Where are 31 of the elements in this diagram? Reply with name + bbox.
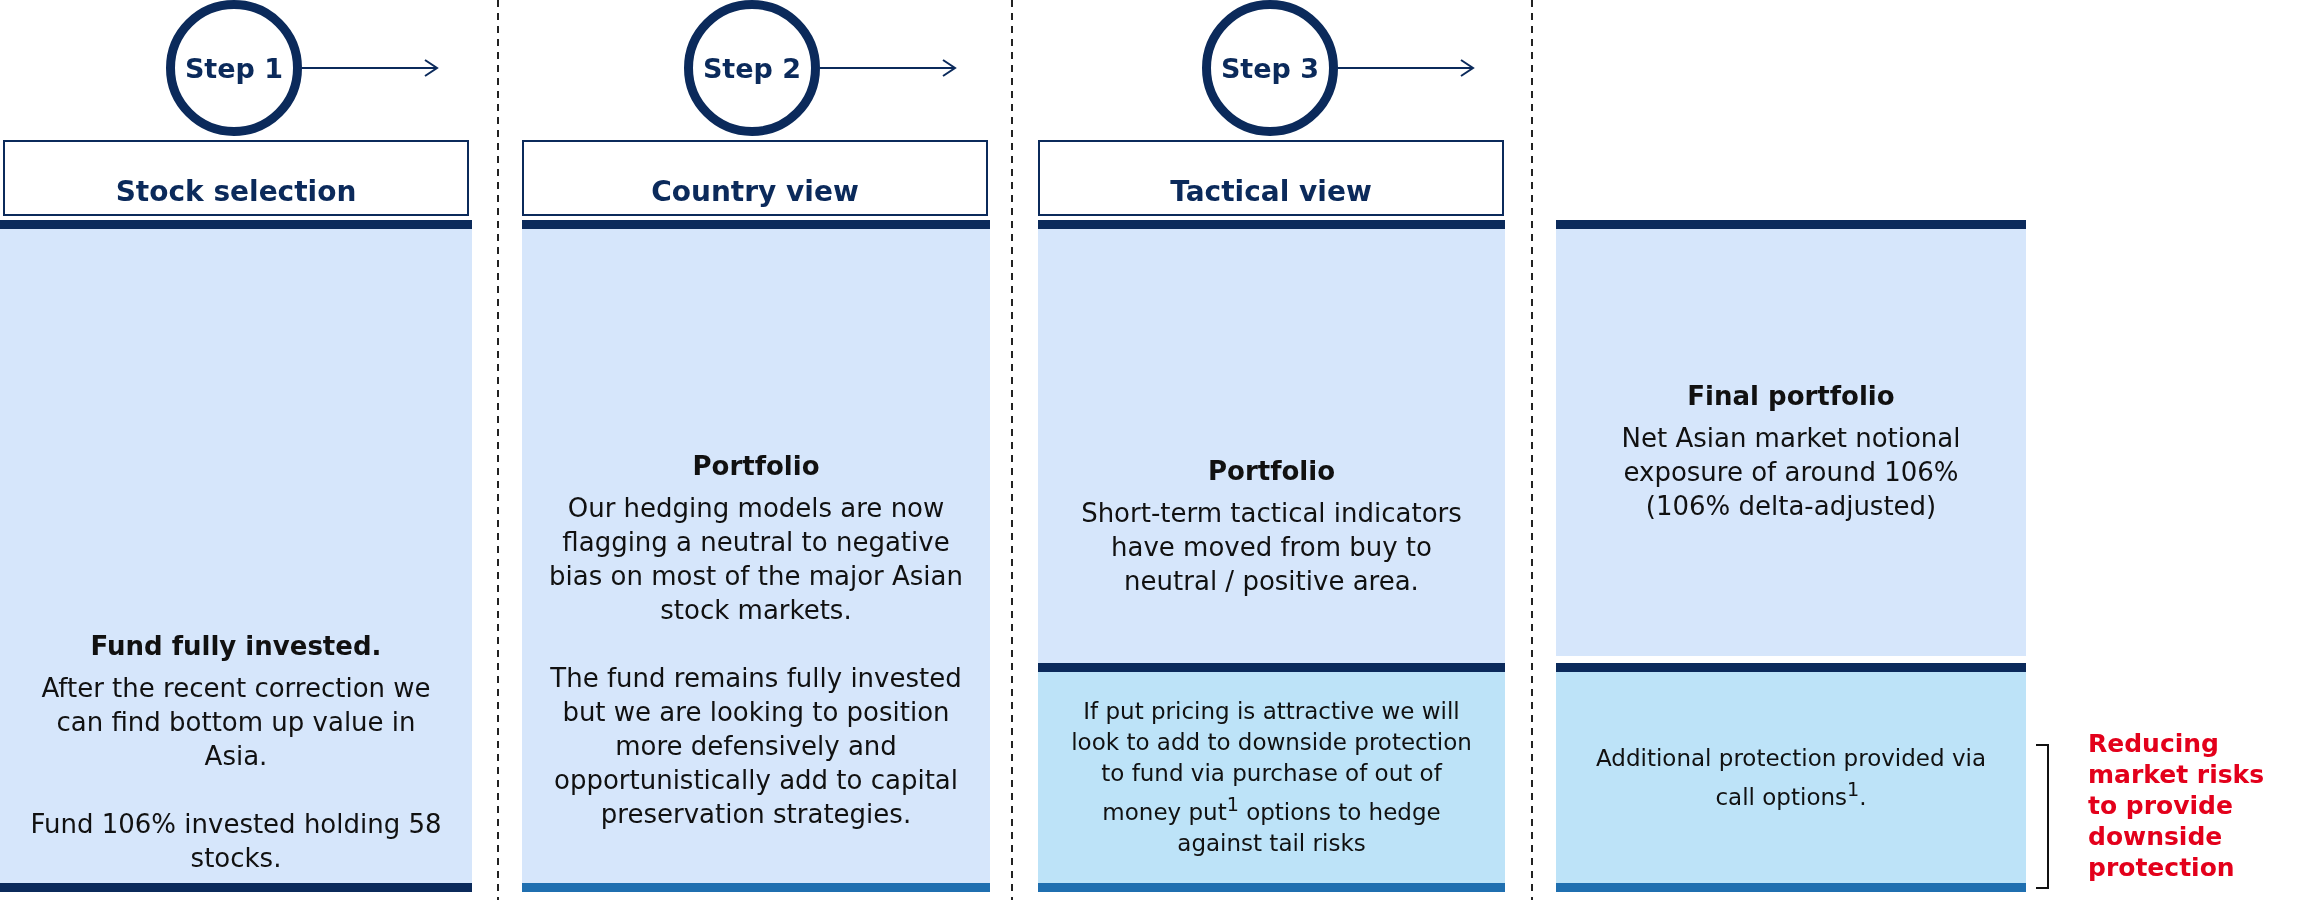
protection-panel xyxy=(1038,663,1505,892)
protection-panel xyxy=(1556,663,2026,892)
info-panel xyxy=(522,220,990,892)
panel-text: After the recent correction we can find bottom up value in Asia. xyxy=(40,672,432,773)
step-header-box xyxy=(3,140,469,216)
info-panel xyxy=(0,220,472,892)
arrow xyxy=(301,59,438,77)
panel-heading: Fund fully invested. xyxy=(90,630,382,663)
panel-text: Net Asian market notional exposure of around 106% (106% delta-adjusted) xyxy=(1620,422,1962,523)
panel-text: Our hedging models are now flagging a neutral to negative bias on most of the major Asian stock markets. xyxy=(548,492,964,627)
step-label: Step 2 xyxy=(702,52,802,84)
step-header-box xyxy=(522,140,988,216)
panel-text: If put pricing is attractive we will look to add to downside protection to fund via purchase of out of money put$^{1}$ options to hedge against tail risks xyxy=(1070,697,1473,858)
step-label: Step 1 xyxy=(184,52,284,84)
panel-text: Short-term tactical indicators have moved from buy to neutral / positive area. xyxy=(1080,497,1463,598)
arrow xyxy=(819,59,956,77)
panel-text: Fund 106% invested holding 58 stocks. xyxy=(29,808,443,875)
info-panel xyxy=(1038,220,1505,666)
info-panel xyxy=(1556,220,2026,656)
step-header-box xyxy=(1038,140,1504,216)
step-title: Stock selection xyxy=(115,175,357,208)
note-text: Reducing market risks to provide downside protection xyxy=(2088,728,2266,883)
arrow xyxy=(1337,59,1474,77)
panel-text: Additional protection provided via call options$^{1}$. xyxy=(1595,743,1987,812)
panel-heading: Portfolio xyxy=(1208,455,1335,488)
step-title: Country view xyxy=(651,175,859,208)
step-label: Step 3 xyxy=(1220,52,1320,84)
step-title: Tactical view xyxy=(1170,175,1372,208)
panel-heading: Final portfolio xyxy=(1687,380,1895,413)
panel-heading: Portfolio xyxy=(692,450,820,483)
panel-text: The fund remains fully invested but we are looking to position more defensively and opportunistically add to capital preservation strategies. xyxy=(549,662,963,831)
